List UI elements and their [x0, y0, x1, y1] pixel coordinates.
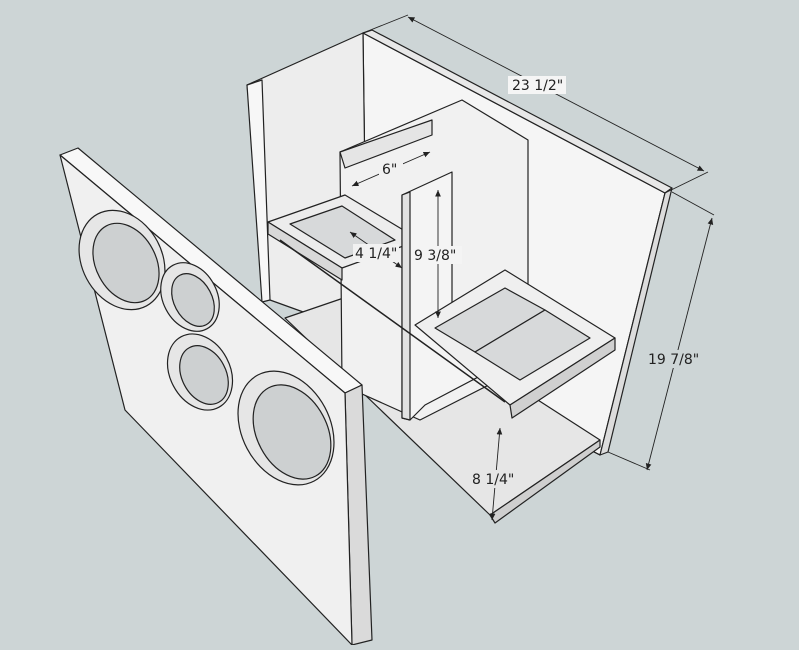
height-dimension-label: 19 7/8" [648, 352, 699, 368]
divider-width-dimension-label: 6" [382, 162, 397, 178]
divider-height-dimension-label: 9 3/8" [414, 248, 456, 264]
shelf-depth-dimension-label: 8 1/4" [472, 472, 514, 488]
length-dimension-label: 23 1/2" [512, 78, 563, 94]
speaker-cutouts [78, 209, 335, 486]
lower-brace-frame [414, 269, 616, 419]
port-depth-dimension-label: 4 1/4" [355, 246, 397, 262]
